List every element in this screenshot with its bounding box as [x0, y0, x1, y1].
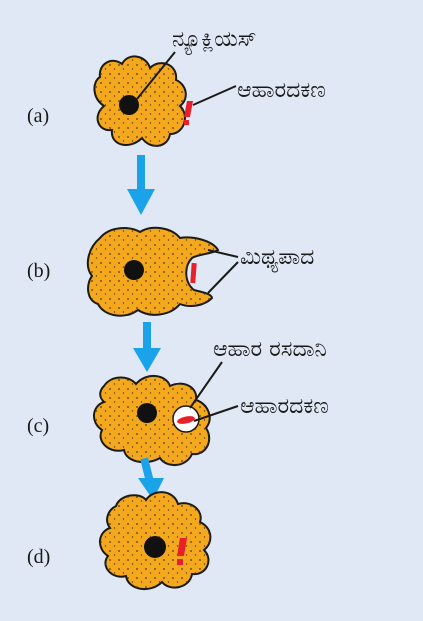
- label-food-particle-c: ಆಹಾರದಕಣ: [240, 394, 329, 419]
- amoeba-stage-d: [99, 491, 212, 591]
- stage-label-d: (d): [27, 546, 50, 568]
- amoeba-stage-a: [93, 55, 187, 147]
- label-food-vacuole: ಆಹಾರ ರಸದಾನಿ: [213, 337, 327, 362]
- label-food-particle-a: ಆಹಾರದಕಣ: [237, 78, 326, 103]
- nucleus-a: [119, 95, 139, 115]
- food-particle-a: [184, 101, 193, 117]
- pointer-food-particle-c: [193, 405, 239, 422]
- pointer-nucleus: [136, 51, 176, 100]
- arrow-a-to-b: [127, 155, 155, 215]
- arrow-b-to-c: [133, 322, 161, 372]
- stage-label-a: (a): [27, 105, 49, 127]
- nucleus-d: [144, 536, 166, 558]
- food-particle-c: [177, 416, 195, 424]
- pointer-pseudopodia-bottom: [207, 261, 239, 294]
- nucleus-c: [137, 403, 157, 423]
- pointer-pseudopodia-top: [207, 249, 239, 258]
- pointer-food-particle-a: [192, 85, 237, 106]
- nucleus-b: [124, 260, 144, 280]
- pointer-food-vacuole: [189, 361, 223, 409]
- stage-label-c: (c): [27, 415, 49, 437]
- stage-label-b: (b): [27, 260, 50, 282]
- food-particle-d: [177, 538, 187, 556]
- label-nucleus: ನ್ಯೂಕ್ಲಿಯಸ್: [172, 27, 257, 56]
- food-particle-b: [190, 262, 197, 284]
- arrow-c-to-d: [138, 457, 164, 500]
- label-pseudopodia: ಮಿಥ್ಯಪಾದ: [240, 245, 314, 273]
- amoeba-stage-c: [93, 375, 211, 466]
- amoeba-stage-b: [86, 226, 220, 317]
